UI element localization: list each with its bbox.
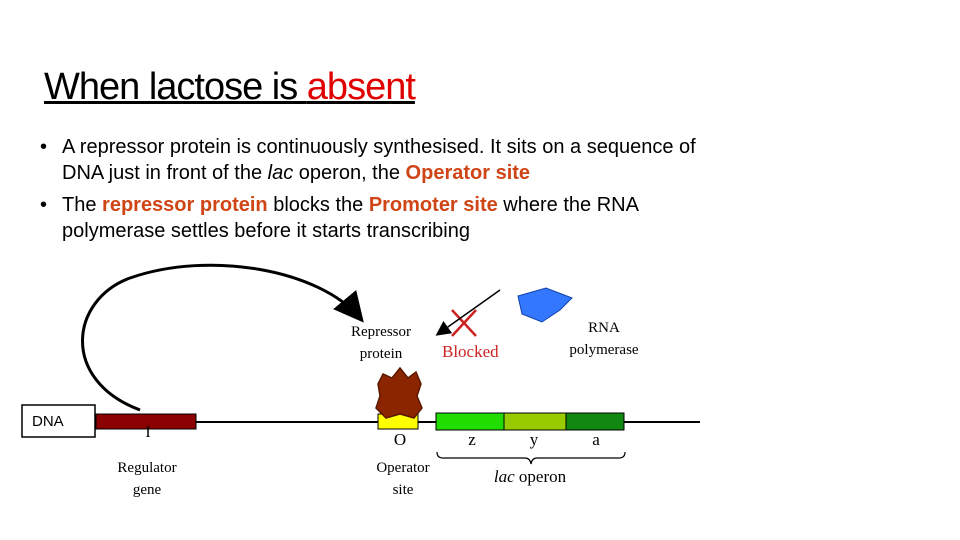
synthesis-arrow	[83, 265, 361, 410]
repressor-label-line2: protein	[360, 346, 403, 362]
operator-label-line1: Operator	[376, 460, 429, 476]
rna-polymerase-label-line1: RNA	[588, 320, 620, 336]
gene-y-label: y	[530, 430, 539, 449]
repressor-label-line1: Repressor	[351, 324, 411, 340]
dna-label: DNA	[32, 413, 64, 430]
lac-operon-word: operon	[515, 467, 567, 486]
regulator-label-line1: Regulator	[117, 460, 176, 476]
operator-label-line2: site	[393, 482, 414, 498]
gene-y-block	[504, 413, 566, 430]
regulator-label-line2: gene	[133, 482, 162, 498]
gene-z-block	[436, 413, 504, 430]
gene-o-label: O	[394, 430, 406, 449]
gene-z-label: z	[468, 430, 476, 449]
rna-polymerase-label-line2: polymerase	[569, 342, 638, 358]
operon-brace	[437, 452, 625, 464]
repressor-protein-shape	[376, 368, 422, 418]
gene-a-block	[566, 413, 624, 430]
gene-a-label: a	[592, 430, 600, 449]
blocked-label: Blocked	[442, 342, 499, 361]
gene-i-label: I	[145, 424, 150, 441]
lac-operon-italic: lac	[494, 467, 515, 486]
rna-polymerase-shape	[518, 288, 572, 322]
lac-operon-label: lac operon	[494, 467, 567, 486]
